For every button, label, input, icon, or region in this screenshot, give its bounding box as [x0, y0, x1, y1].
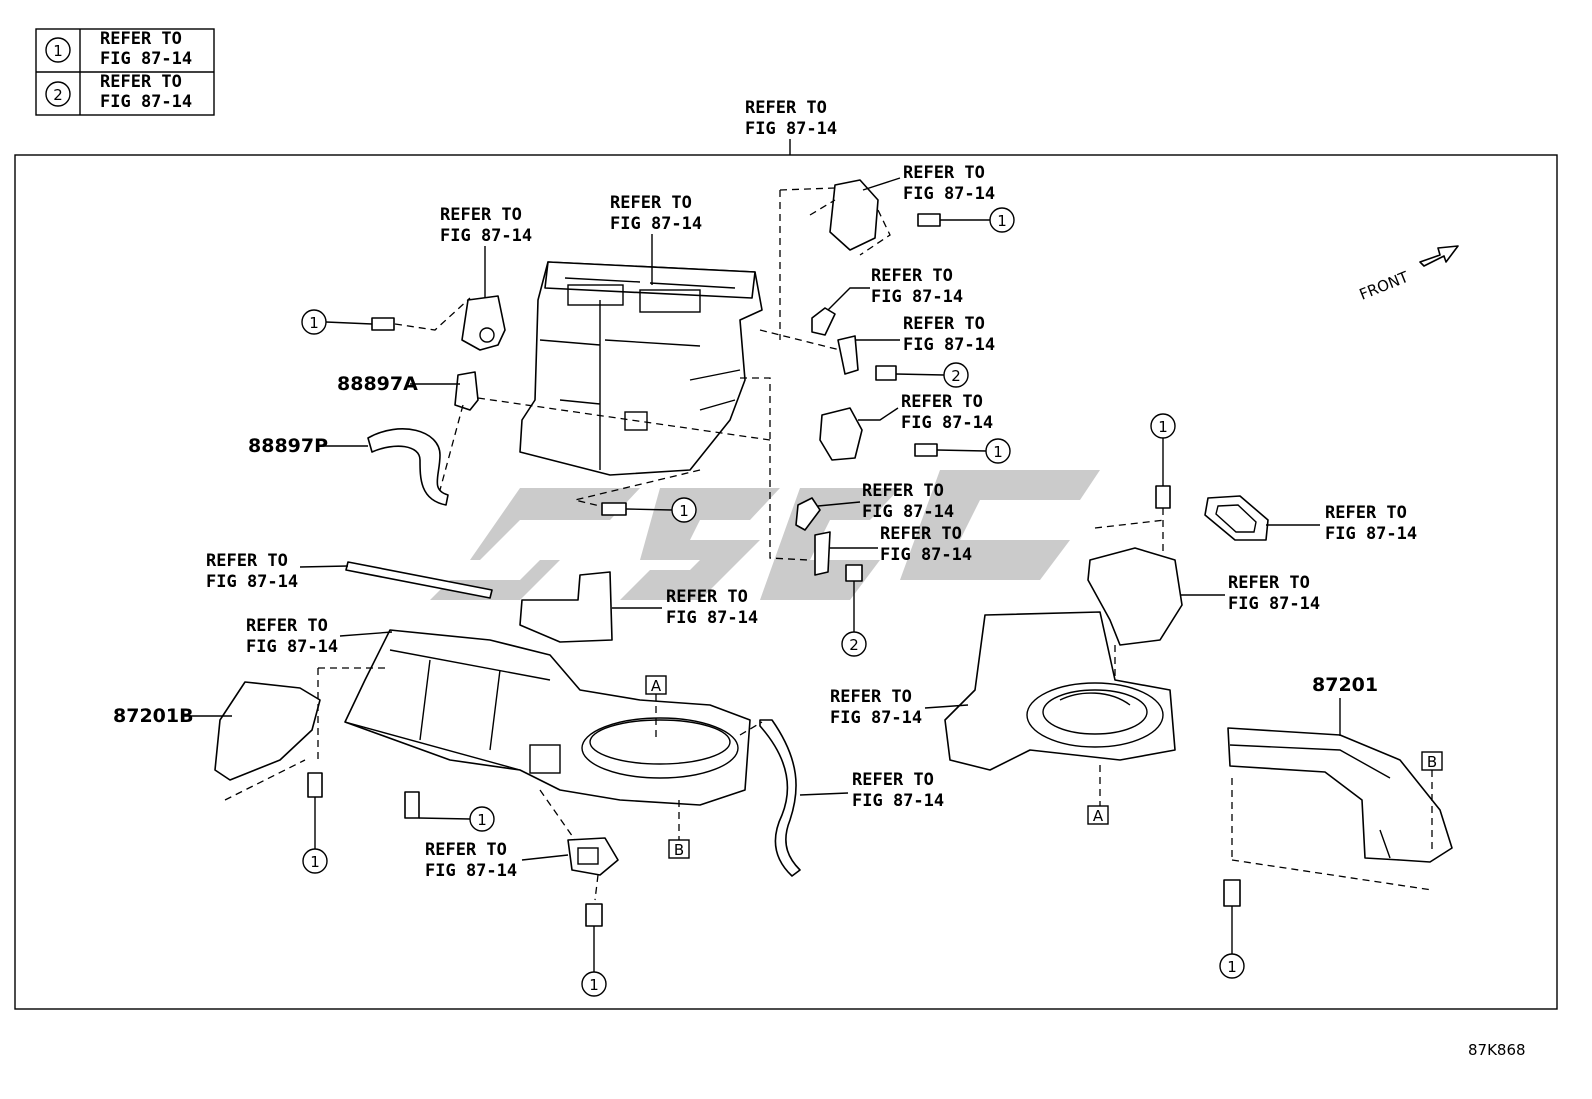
svg-text:REFER TO: REFER TO	[1325, 503, 1407, 523]
svg-text:FIG 87-14: FIG 87-14	[425, 861, 517, 881]
refer-label: FIG 87-14	[745, 119, 837, 139]
actuator-right-mid: REFER TO FIG 87-14 1	[819, 392, 1011, 464]
lower-heater-case: REFER TO FIG 87-14 A B	[246, 616, 751, 859]
part-number: 88897P	[248, 435, 328, 457]
svg-text:2: 2	[951, 367, 961, 385]
actuator-right-top: REFER TO FIG 87-14 1	[809, 163, 1015, 256]
refer-label: FIG 87-14	[440, 226, 532, 246]
upper-heater-case	[519, 261, 763, 476]
screw-callout-mid: 1	[601, 497, 697, 523]
legend-table: 1 REFER TO FIG 87-14 2 REFER TO FIG 87-1…	[35, 28, 215, 116]
legend-text: REFER TO	[100, 29, 182, 49]
svg-text:A: A	[1093, 807, 1104, 825]
svg-text:REFER TO: REFER TO	[903, 163, 985, 183]
svg-text:FIG 87-14: FIG 87-14	[903, 184, 995, 204]
svg-text:REFER TO: REFER TO	[1228, 573, 1310, 593]
link-right-4: REFER TO FIG 87-14	[814, 524, 972, 576]
svg-text:FIG 87-14: FIG 87-14	[1228, 594, 1320, 614]
svg-text:REFER TO: REFER TO	[246, 616, 328, 636]
svg-text:A: A	[651, 677, 662, 695]
part-87201B: 87201B 1	[113, 667, 390, 874]
svg-text:FIG 87-14: FIG 87-14	[901, 413, 993, 433]
svg-text:REFER TO: REFER TO	[852, 770, 934, 790]
link-right-3: REFER TO FIG 87-14	[795, 481, 954, 531]
legend-text: REFER TO	[100, 72, 182, 92]
svg-text:B: B	[1427, 753, 1437, 771]
drain-hose: REFER TO FIG 87-14	[739, 719, 944, 877]
screw-callout-left: 1	[301, 297, 471, 335]
part-88897P: 88897P	[248, 428, 449, 506]
svg-text:FIG 87-14: FIG 87-14	[903, 335, 995, 355]
svg-text:1: 1	[679, 502, 689, 520]
duct-right-upper: REFER TO FIG 87-14	[1087, 519, 1320, 690]
gasket: REFER TO FIG 87-14	[1204, 495, 1417, 544]
link-right-1: REFER TO FIG 87-14	[811, 266, 963, 336]
svg-text:REFER TO: REFER TO	[880, 524, 962, 544]
svg-text:B: B	[674, 841, 684, 859]
svg-text:1: 1	[1227, 958, 1237, 976]
ref-box-a	[1087, 805, 1109, 825]
svg-text:FIG 87-14: FIG 87-14	[871, 287, 963, 307]
svg-text:FIG 87-14: FIG 87-14	[666, 608, 758, 628]
svg-text:1: 1	[310, 853, 320, 871]
screw-callout-2a: 2	[875, 362, 969, 388]
svg-text:REFER TO: REFER TO	[903, 314, 985, 334]
svg-text:87201B: 87201B	[113, 705, 194, 727]
callout-number: 1	[309, 314, 319, 332]
svg-text:1: 1	[997, 212, 1007, 230]
svg-text:FIG 87-14: FIG 87-14	[852, 791, 944, 811]
part-number: 88897A	[337, 373, 418, 395]
front-label: FRONT	[1357, 268, 1412, 304]
refer-label: REFER TO	[610, 193, 692, 213]
screw-callout-right-top: 1	[1150, 413, 1176, 556]
svg-text:FIG 87-14: FIG 87-14	[880, 545, 972, 565]
svg-text:FIG 87-14: FIG 87-14	[862, 502, 954, 522]
svg-text:2: 2	[849, 636, 859, 654]
sensor-part: REFER TO FIG 87-14 1	[425, 789, 619, 997]
duct-mid: REFER TO FIG 87-14	[519, 571, 758, 643]
actuator-left: REFER TO FIG 87-14	[440, 205, 532, 351]
svg-text:REFER TO: REFER TO	[862, 481, 944, 501]
legend-text: FIG 87-14	[100, 49, 192, 69]
svg-text:1: 1	[993, 443, 1003, 461]
svg-text:1: 1	[1158, 418, 1168, 436]
svg-text:REFER TO: REFER TO	[830, 687, 912, 707]
link-right-2: REFER TO FIG 87-14	[837, 314, 995, 375]
svg-text:1: 1	[477, 811, 487, 829]
figure-id: 87K868	[1468, 1041, 1526, 1059]
svg-text:FIG 87-14: FIG 87-14	[1325, 524, 1417, 544]
svg-text:FIG 87-14: FIG 87-14	[830, 708, 922, 728]
svg-text:FIG 87-14: FIG 87-14	[206, 572, 298, 592]
refer-label: REFER TO	[440, 205, 522, 225]
refer-label: FIG 87-14	[610, 214, 702, 234]
blower-case: REFER TO FIG 87-14 A	[830, 611, 1176, 825]
watermark-logo	[430, 470, 1100, 600]
legend-row-2: 2 REFER TO FIG 87-14	[45, 72, 192, 112]
legend-num: 2	[53, 86, 63, 104]
legend-text: FIG 87-14	[100, 92, 192, 112]
front-arrow-icon: FRONT	[1357, 245, 1459, 304]
svg-text:REFER TO: REFER TO	[425, 840, 507, 860]
screw-callout-2b: 2	[841, 564, 867, 657]
seal-strip: REFER TO FIG 87-14	[206, 551, 493, 599]
svg-text:REFER TO: REFER TO	[871, 266, 953, 286]
svg-text:87201: 87201	[1312, 674, 1378, 696]
svg-text:1: 1	[589, 976, 599, 994]
assembly-frame	[14, 154, 1558, 1010]
svg-text:REFER TO: REFER TO	[666, 587, 748, 607]
refer-label: REFER TO	[745, 98, 827, 118]
part-88897A: 88897A	[337, 371, 479, 411]
svg-text:REFER TO: REFER TO	[901, 392, 983, 412]
svg-text:REFER TO: REFER TO	[206, 551, 288, 571]
svg-text:FIG 87-14: FIG 87-14	[246, 637, 338, 657]
legend-row-1: 1 REFER TO FIG 87-14	[45, 29, 192, 69]
screw-callout-low-1: 1	[404, 791, 495, 832]
part-87201: 87201 B 1	[1219, 674, 1453, 979]
legend-num: 1	[53, 42, 63, 60]
